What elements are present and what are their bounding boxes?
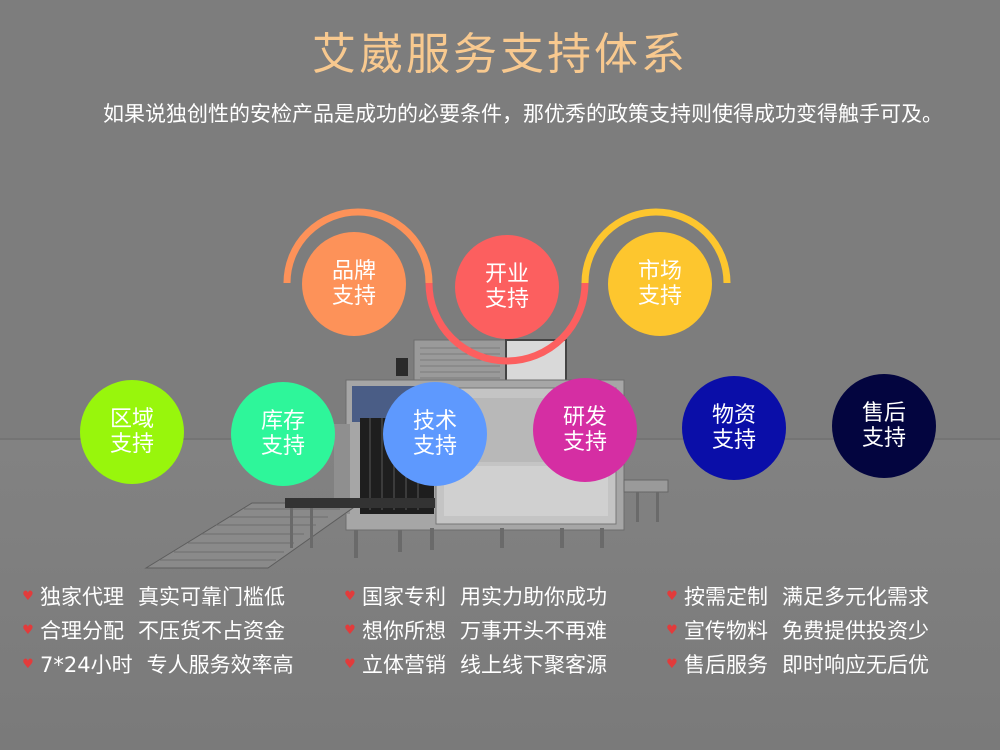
brand-support-circle[interactable]: 品牌支持 (302, 232, 406, 336)
feature-item: ♥ 独家代理 真实可靠门槛低 (20, 580, 294, 614)
feature-item: ♥ 国家专利 用实力助你成功 (342, 580, 607, 614)
feature-item: ♥ 售后服务 即时响应无后优 (664, 648, 929, 682)
heart-bullet-icon: ♥ (666, 589, 678, 604)
feature-item: ♥ 7*24小时 专人服务效率高 (20, 648, 293, 682)
heart-bullet-icon: ♥ (22, 623, 34, 638)
page-title: 艾崴服务支持体系 (312, 29, 688, 80)
material-support-circle[interactable]: 物资支持 (682, 376, 786, 480)
feature-list-right: ♥ 按需定制 满足多元化需求 ♥ 宣传物料 免费提供投资少 ♥ 售后服务 即时响… (664, 580, 929, 682)
heart-bullet-icon: ♥ (344, 589, 356, 604)
market-support-circle[interactable]: 市场支持 (608, 232, 712, 336)
heart-bullet-icon: ♥ (22, 589, 34, 604)
intro-text: 如果说独创性的安检产品是成功的必要条件，那优秀的政策支持则使得成功变得触手可及。 (103, 102, 943, 126)
tech-support-circle[interactable]: 技术支持 (383, 382, 487, 486)
feature-item: ♥ 合理分配 不压货不占资金 (20, 614, 294, 648)
aftersales-support-circle[interactable]: 售后支持 (832, 374, 936, 478)
inventory-support-circle[interactable]: 库存支持 (231, 382, 335, 486)
feature-list-middle: ♥ 国家专利 用实力助你成功 ♥ 想你所想 万事开头不再难 ♥ 立体营销 线上线… (342, 580, 607, 682)
opening-support-circle[interactable]: 开业支持 (455, 235, 559, 339)
feature-item: ♥ 宣传物料 免费提供投资少 (664, 614, 929, 648)
feature-item: ♥ 想你所想 万事开头不再难 (342, 614, 607, 648)
feature-list-left: ♥ 独家代理 真实可靠门槛低 ♥ 合理分配 不压货不占资金 ♥ 7*24小时 专… (20, 580, 294, 682)
heart-bullet-icon: ♥ (344, 623, 356, 638)
region-support-circle[interactable]: 区域支持 (80, 380, 184, 484)
heart-bullet-icon: ♥ (344, 657, 356, 672)
heart-bullet-icon: ♥ (22, 657, 34, 672)
heart-bullet-icon: ♥ (666, 657, 678, 672)
feature-item: ♥ 按需定制 满足多元化需求 (664, 580, 929, 614)
feature-item: ♥ 立体营销 线上线下聚客源 (342, 648, 607, 682)
heart-bullet-icon: ♥ (666, 623, 678, 638)
rnd-support-circle[interactable]: 研发支持 (533, 378, 637, 482)
